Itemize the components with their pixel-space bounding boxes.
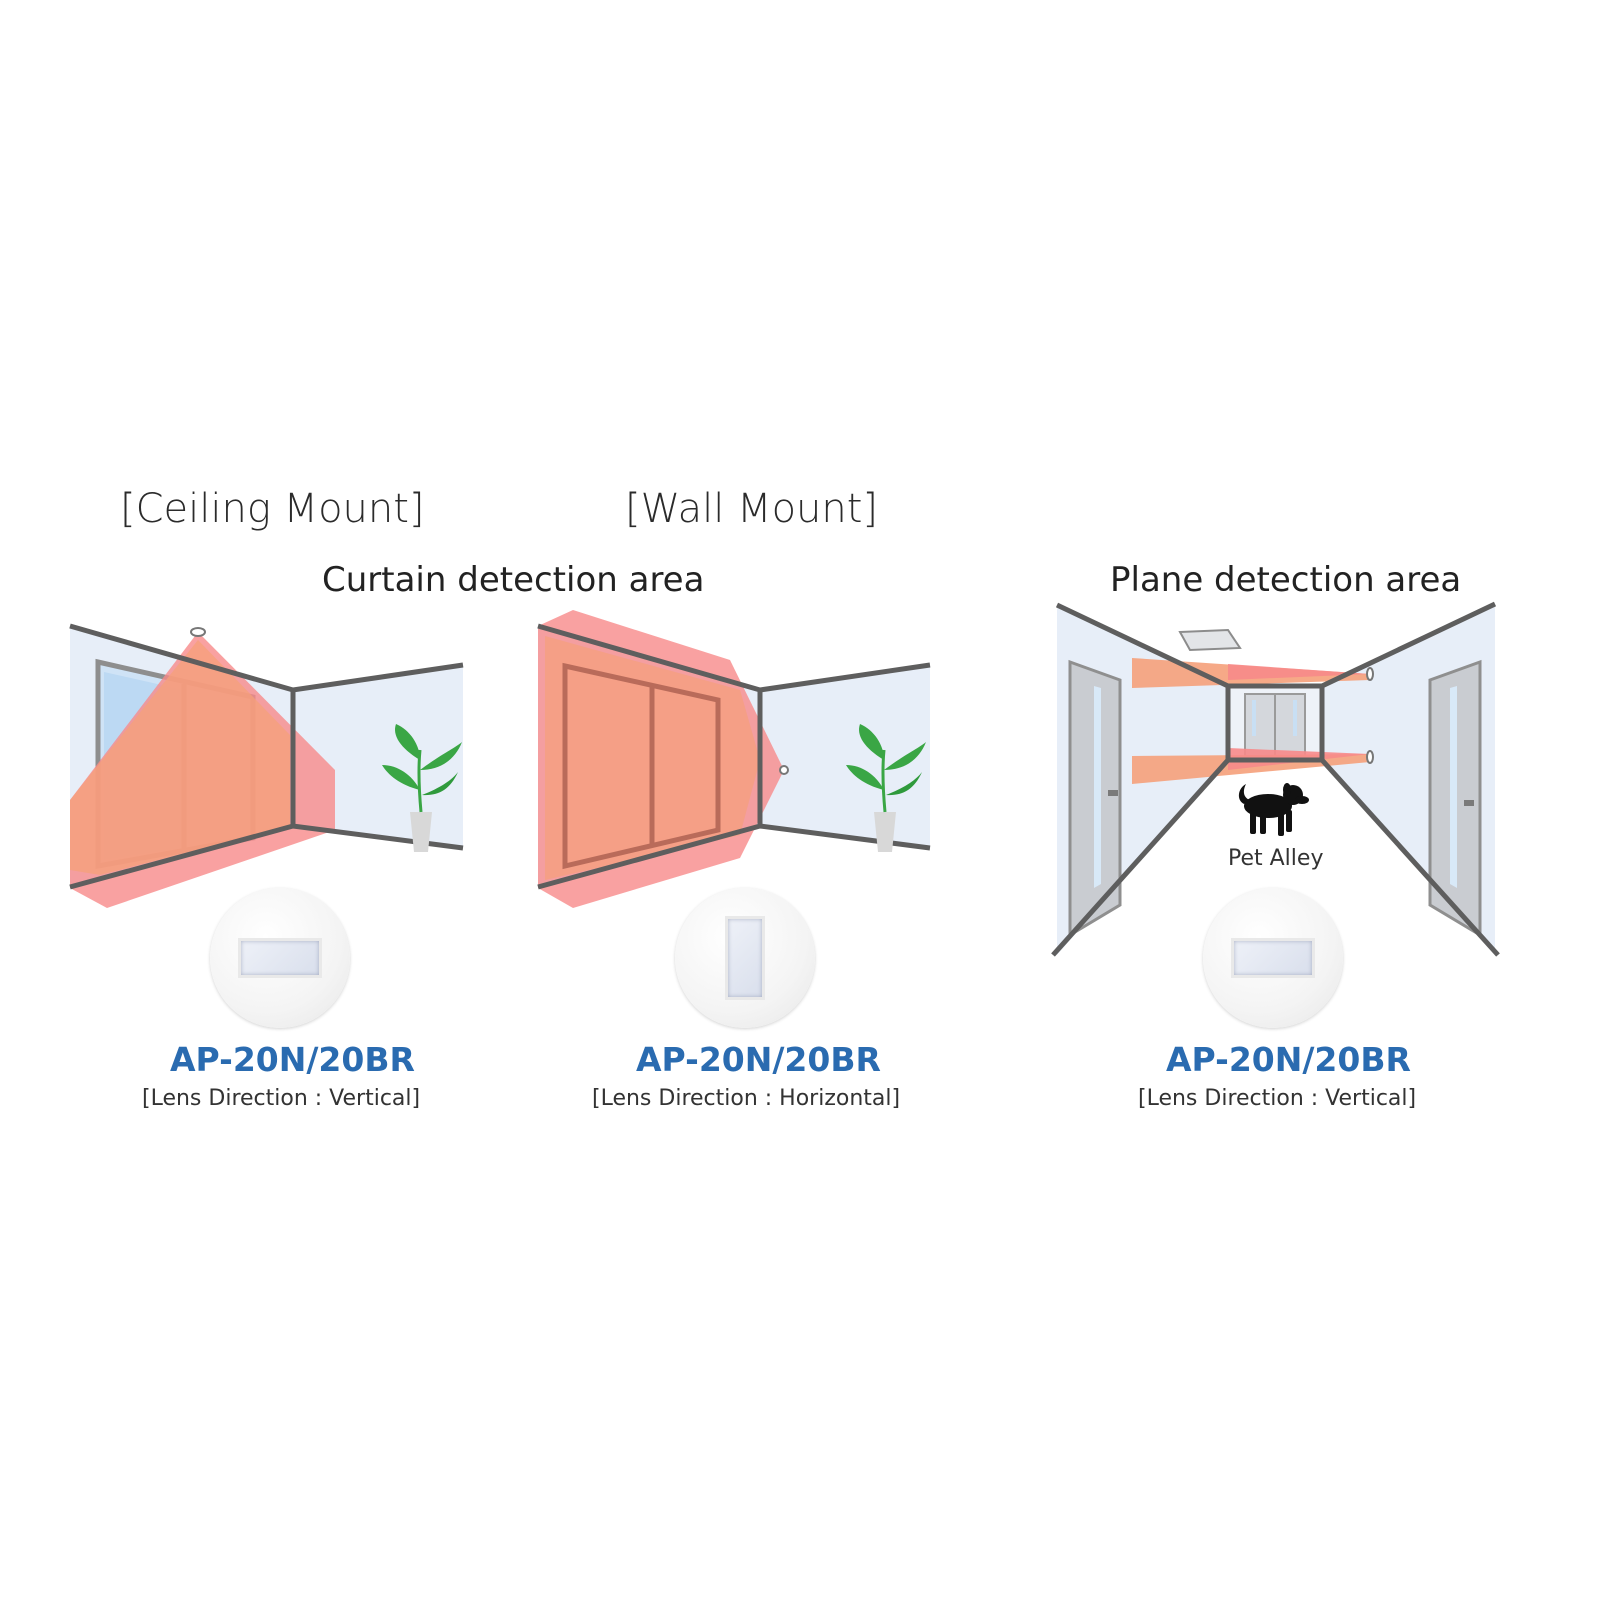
plant-icon <box>846 724 926 852</box>
window-icon <box>562 662 721 870</box>
lens-window-horizontal <box>238 938 322 978</box>
curtain-detection-heading: Curtain detection area <box>322 560 705 600</box>
model-label-wall: AP-20N/20BR <box>636 1040 881 1079</box>
door-icon <box>1428 659 1482 938</box>
sensor-icon <box>1366 750 1374 764</box>
lens-window-horizontal <box>1231 938 1315 978</box>
sensor-icon <box>190 627 206 637</box>
door-icon <box>1068 659 1122 938</box>
model-label-corridor: AP-20N/20BR <box>1166 1040 1411 1079</box>
wall-mount-room <box>537 610 931 908</box>
lens-window-vertical <box>725 916 765 1000</box>
lens-direction-corridor: [Lens Direction : Vertical] <box>1138 1086 1417 1111</box>
ceiling-mount-room <box>69 623 464 908</box>
corridor-room <box>1051 601 1500 957</box>
sensor-vertical-1 <box>210 888 350 1028</box>
plane-detection-heading: Plane detection area <box>1110 560 1462 600</box>
pet-alley-label: Pet Alley <box>1228 846 1324 871</box>
wall-mount-heading: [Wall Mount] <box>625 486 879 532</box>
sensor-vertical-2 <box>1203 888 1343 1028</box>
plant-icon <box>382 724 462 852</box>
lens-direction-ceiling: [Lens Direction : Vertical] <box>142 1086 421 1111</box>
ceiling-mount-heading: [Ceiling Mount] <box>120 486 425 532</box>
model-label-ceiling: AP-20N/20BR <box>170 1040 415 1079</box>
sensor-icon <box>1366 667 1374 681</box>
door-icon <box>1244 693 1306 757</box>
dog-icon <box>1238 783 1309 836</box>
lens-direction-wall: [Lens Direction : Horizontal] <box>592 1086 901 1111</box>
sensor-icon <box>779 765 789 775</box>
sensor-horizontal <box>675 888 815 1028</box>
